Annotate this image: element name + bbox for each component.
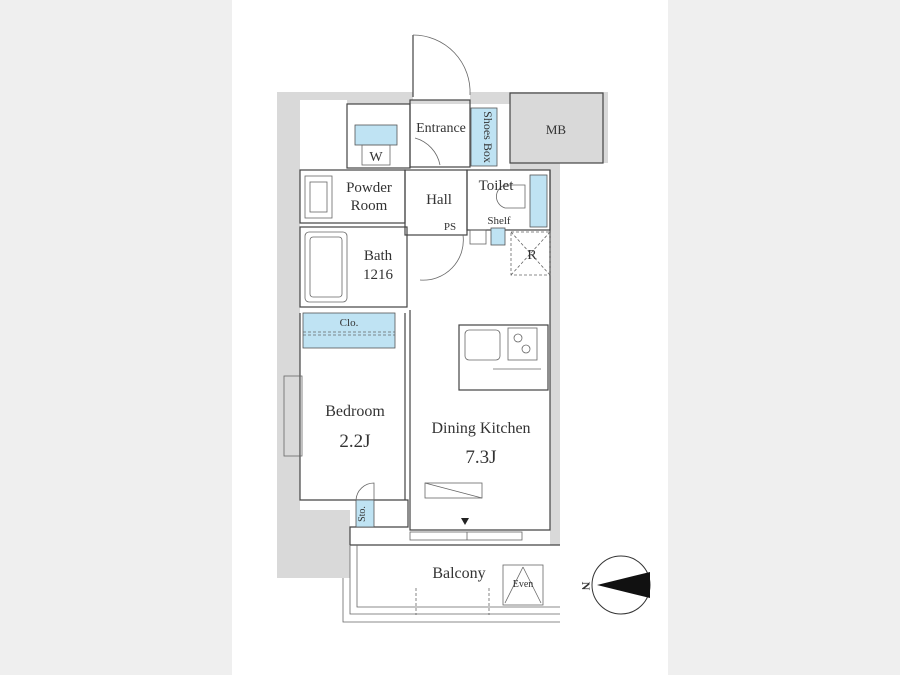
shelf-box (490, 227, 506, 246)
closet (302, 312, 396, 349)
label-entrance: Entrance (416, 121, 466, 136)
label-refrigerator: R (527, 248, 537, 263)
label-toilet: Toilet (479, 178, 515, 194)
kitchen-sink-icon (464, 329, 501, 361)
entry-arrow-icon (461, 518, 469, 525)
label-north: N (579, 582, 593, 591)
washer-icon (361, 144, 391, 166)
evacuation-hatch (502, 564, 544, 606)
label-balcony: Balcony (432, 565, 485, 582)
label-storage: Sto. (357, 506, 368, 522)
label-powder-room-2: Room (351, 198, 388, 214)
balcony (342, 544, 560, 623)
refrigerator-space (510, 231, 551, 276)
shoes-box (470, 107, 498, 167)
stove-icon (507, 327, 538, 361)
washer-pan (354, 124, 398, 146)
exterior-walls (277, 92, 608, 578)
bedroom-window (283, 375, 303, 457)
toilet-tank (529, 174, 548, 228)
bathtub-icon (304, 231, 348, 303)
powder-sink-icon (304, 175, 333, 219)
label-shelf: Shelf (487, 215, 511, 227)
label-closet: Clo. (340, 317, 359, 329)
label-powder-room: Powder (346, 180, 392, 196)
entrance-door (412, 34, 471, 97)
label-bedroom-size: 2.2J (339, 431, 370, 452)
label-mb: MB (546, 122, 567, 137)
label-washer: W (369, 150, 383, 165)
label-dining-kitchen-size: 7.3J (465, 447, 496, 468)
label-ps: PS (444, 221, 456, 233)
storage (355, 499, 375, 528)
label-bath: Bath (364, 248, 393, 264)
kitchen-counter (458, 324, 549, 391)
label-bath-size: 1216 (363, 267, 394, 283)
label-shoes-box: Shoes Box (481, 111, 495, 163)
label-dining-kitchen: Dining Kitchen (431, 420, 530, 437)
label-hall: Hall (426, 192, 452, 208)
room-walls (299, 92, 604, 545)
compass-icon (591, 555, 651, 615)
balcony-window (409, 531, 523, 541)
toilet-icon (496, 184, 526, 209)
ps-box (469, 229, 487, 245)
label-even: Even (513, 579, 534, 590)
label-bedroom: Bedroom (325, 403, 385, 420)
entry-symbol (424, 482, 483, 499)
